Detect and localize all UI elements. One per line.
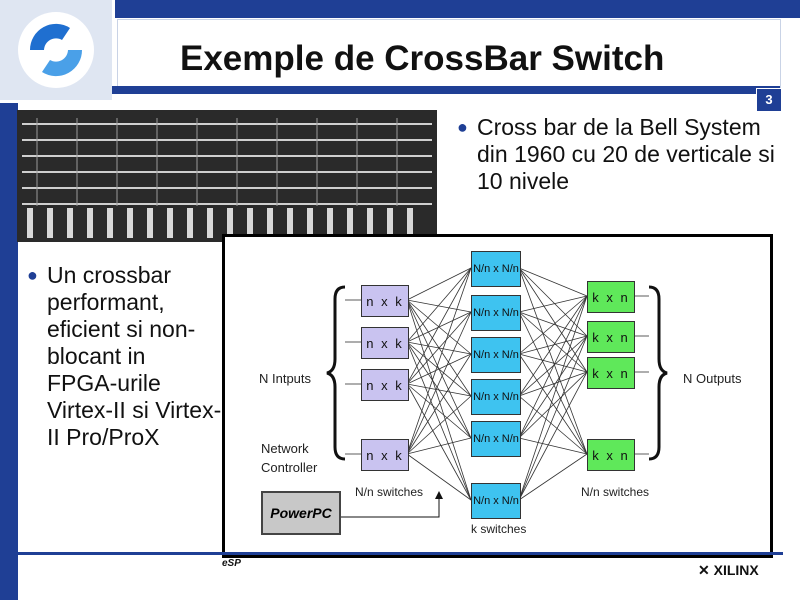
input-wire xyxy=(406,453,472,501)
right-switch-4: k x n xyxy=(587,439,635,471)
bullet-text: Un crossbar performant, eficient si non-… xyxy=(47,262,222,450)
n-inputs-label: N Intputs xyxy=(259,371,312,386)
middle-switch-3: N/n x N/n xyxy=(471,337,521,373)
input-wire xyxy=(406,311,472,385)
bullet-fpga-crossbar: ● Un crossbar performant, eficient si no… xyxy=(27,262,222,451)
left-accent-bar xyxy=(0,0,18,600)
middle-switches-caption: k switches xyxy=(471,522,527,536)
output-wire xyxy=(518,295,588,355)
input-wire xyxy=(406,311,472,455)
output-wire xyxy=(518,453,588,501)
output-wire xyxy=(518,295,588,501)
bullet-dot-icon: ● xyxy=(27,265,38,285)
input-wire xyxy=(406,383,472,397)
esp-logo: eSP xyxy=(222,558,241,569)
arrow-head-icon xyxy=(435,491,443,499)
output-wire xyxy=(518,335,588,439)
output-wire xyxy=(518,335,588,355)
middle-switch-5: N/n x N/n xyxy=(471,421,521,457)
input-wire xyxy=(406,437,472,455)
output-wire xyxy=(518,295,588,313)
title-rule xyxy=(112,86,780,94)
powerpc-arrow xyxy=(339,495,440,518)
crossbar-photo xyxy=(17,110,437,242)
input-wire xyxy=(406,341,472,501)
right-switches-caption: N/n switches xyxy=(581,485,650,499)
xilinx-logo: ✕ XILINX xyxy=(698,562,759,578)
input-wire xyxy=(406,267,472,385)
xilinx-mark-icon: ✕ xyxy=(698,562,710,578)
input-wire xyxy=(406,299,472,313)
output-wire xyxy=(518,295,588,439)
logo-area xyxy=(0,0,115,103)
input-wire xyxy=(406,383,472,439)
middle-switch-4: N/n x N/n xyxy=(471,379,521,415)
output-wire xyxy=(518,371,588,397)
swirl-logo-icon xyxy=(18,12,94,88)
output-wire xyxy=(518,353,588,373)
output-wire xyxy=(518,371,588,439)
title-panel: Exemple de CrossBar Switch xyxy=(118,20,780,88)
footer-rule xyxy=(17,552,783,555)
output-wire xyxy=(518,267,588,373)
output-wire xyxy=(518,353,588,455)
page-title: Exemple de CrossBar Switch xyxy=(180,39,665,78)
input-wire xyxy=(406,395,472,455)
left-switches-caption: N/n switches xyxy=(355,485,424,499)
left-brace xyxy=(326,285,346,461)
output-wire xyxy=(518,437,588,455)
middle-switch-1: N/n x N/n xyxy=(471,251,521,287)
bullet-text: Cross bar de la Bell System din 1960 cu … xyxy=(477,114,775,194)
output-wire xyxy=(518,267,588,297)
output-wire xyxy=(518,295,588,397)
output-wire xyxy=(518,371,588,501)
right-brace xyxy=(648,285,668,461)
right-switch-3: k x n xyxy=(587,357,635,389)
left-switch-2: n x k xyxy=(361,327,409,359)
right-switch-1: k x n xyxy=(587,281,635,313)
left-switch-3: n x k xyxy=(361,369,409,401)
crossbar-diagram: N Intputs Network Controller N Outputs N… xyxy=(222,234,773,558)
top-accent-bar xyxy=(0,0,800,18)
output-wire xyxy=(518,267,588,455)
left-switch-4: n x k xyxy=(361,439,409,471)
middle-switch-6: N/n x N/n xyxy=(471,483,521,519)
page-number: 3 xyxy=(756,88,782,112)
output-wire xyxy=(518,335,588,397)
output-wire xyxy=(518,311,588,373)
input-wire xyxy=(406,267,472,455)
n-outputs-label: N Outputs xyxy=(683,371,742,386)
left-switch-1: n x k xyxy=(361,285,409,317)
output-wire xyxy=(518,311,588,455)
output-wire xyxy=(518,395,588,455)
middle-switch-2: N/n x N/n xyxy=(471,295,521,331)
input-wire xyxy=(406,267,472,343)
bullet-bell-system: ● Cross bar de la Bell System din 1960 c… xyxy=(457,114,777,195)
output-wire xyxy=(518,267,588,337)
input-wire xyxy=(406,383,472,501)
input-wire xyxy=(406,267,472,301)
input-wire xyxy=(406,353,472,385)
output-wire xyxy=(518,311,588,337)
right-switch-2: k x n xyxy=(587,321,635,353)
powerpc-box: PowerPC xyxy=(261,491,341,535)
connection-wires xyxy=(326,267,668,518)
network-controller-label: Network Controller xyxy=(261,441,318,475)
input-wire xyxy=(406,353,472,455)
output-wire xyxy=(518,335,588,501)
bullet-dot-icon: ● xyxy=(457,117,468,137)
input-wire xyxy=(406,299,472,501)
input-wire xyxy=(406,311,472,343)
